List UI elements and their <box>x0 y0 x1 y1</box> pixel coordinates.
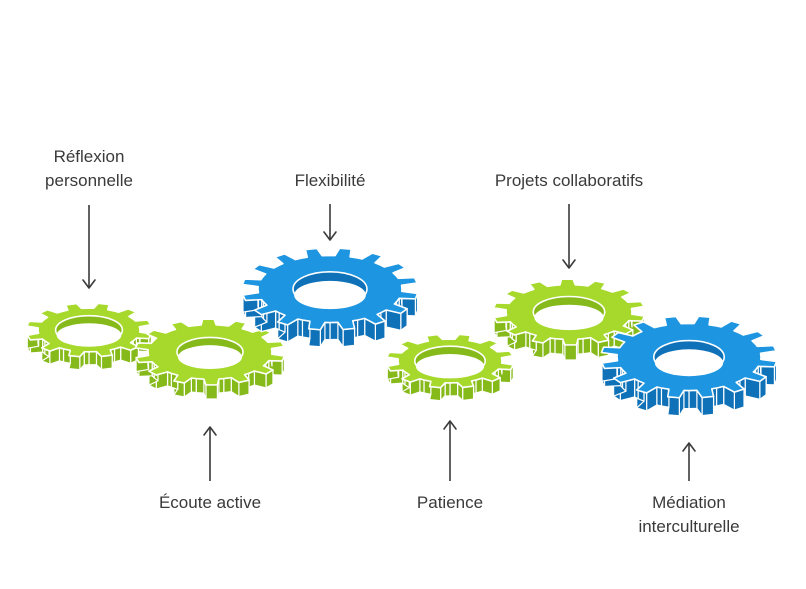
label-patience: Patience <box>417 491 483 515</box>
gear-side <box>100 354 113 371</box>
gear-side <box>549 337 556 355</box>
gear-hole-inner <box>56 323 122 347</box>
label-flexibilite: Flexibilité <box>295 169 366 193</box>
gear-side <box>83 351 90 366</box>
gear-side <box>715 385 725 407</box>
gear-side <box>564 344 578 361</box>
arrow-mediation <box>682 442 696 481</box>
gear-side <box>218 377 225 394</box>
gear-side <box>688 389 698 410</box>
label-ecoute-line1: Écoute active <box>158 493 262 512</box>
gear-side <box>88 351 98 366</box>
gear-side <box>342 327 356 348</box>
gear-side <box>205 384 218 400</box>
arrow-head <box>443 420 457 430</box>
gear-side <box>444 382 451 397</box>
label-reflexion-line1: Réflexion <box>53 147 125 166</box>
arrow-projets <box>562 204 576 269</box>
arrow-head <box>562 259 576 269</box>
gear-ecoute <box>134 318 286 400</box>
gear-side <box>462 385 475 402</box>
gear-side <box>701 395 715 417</box>
arrow-head <box>323 231 337 241</box>
gear-side <box>356 317 366 338</box>
gear-side <box>324 321 331 341</box>
gear-side <box>58 347 65 363</box>
label-projets-line1: Projets collaboratifs <box>494 171 644 190</box>
label-flexibilite-line1: Flexibilité <box>294 171 366 190</box>
gear-side <box>190 377 197 394</box>
gear-side <box>660 387 670 408</box>
label-mediation-line2: interculturelle <box>638 517 740 536</box>
label-reflexion: Réflexion personnelle <box>45 145 133 193</box>
gear-side <box>683 389 690 410</box>
label-reflexion-line2: personnelle <box>45 171 133 190</box>
gear-side <box>419 378 425 394</box>
gear-reflexion <box>25 302 153 371</box>
label-mediation-line1: Médiation <box>652 493 726 512</box>
gear-side <box>449 382 459 397</box>
arrow-patience <box>443 420 457 481</box>
gear-mediation <box>600 315 778 417</box>
gear-side <box>577 338 584 355</box>
gear-side <box>656 386 663 407</box>
label-mediation: Médiation interculturelle <box>638 491 739 539</box>
gear-side <box>329 321 339 341</box>
label-projets: Projets collaboratifs <box>495 169 643 193</box>
gear-side <box>667 396 680 417</box>
gear-patience <box>385 333 515 402</box>
gear-side <box>308 328 321 348</box>
gear-hole-inner <box>654 349 724 377</box>
gear-hole-inner <box>177 345 243 369</box>
gear-side <box>297 318 304 338</box>
arrow-ecoute <box>203 426 217 481</box>
arrow-head <box>203 426 217 436</box>
gear-side <box>195 377 205 394</box>
gear-flexibilite <box>241 247 419 348</box>
gear-side <box>582 337 592 355</box>
arrow-flexibilite <box>323 204 337 241</box>
label-ecoute: Écoute active <box>159 491 261 515</box>
arrow-head <box>82 279 96 289</box>
gear-hole-inner <box>294 280 366 310</box>
arrow-head <box>682 442 696 452</box>
gear-side <box>554 338 564 355</box>
label-patience-line1: Patience <box>416 493 484 512</box>
gear-hole-inner <box>415 354 485 379</box>
gear-side <box>223 377 232 394</box>
gear-hole-inner <box>534 304 604 331</box>
arrow-reflexion <box>82 205 96 289</box>
